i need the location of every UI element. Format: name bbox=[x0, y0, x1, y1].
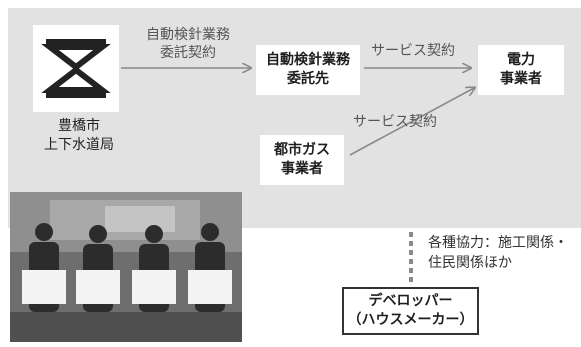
service-contract-top-label: サービス契約 bbox=[371, 43, 455, 59]
developer-box: デベロッパー （ハウスメーカー） bbox=[342, 287, 479, 335]
contract1-label: 自動検針業務 委託契約 bbox=[146, 27, 230, 61]
power-company-box: 電力 事業者 bbox=[478, 45, 564, 95]
gas-company-box: 都市ガス 事業者 bbox=[260, 135, 344, 185]
arrow-gas-to-power bbox=[349, 88, 474, 156]
cooperation-label: 各種協力：施工関係・ 住民関係ほか bbox=[428, 235, 568, 271]
toyohashi-logo bbox=[33, 25, 119, 112]
service-contract-bottom-label: サービス契約 bbox=[353, 114, 437, 130]
signing-ceremony-photo bbox=[10, 192, 242, 342]
contractor-box: 自動検針業務 委託先 bbox=[256, 45, 360, 95]
left-entity-label: 豊橋市 上下水道局 bbox=[44, 118, 114, 153]
